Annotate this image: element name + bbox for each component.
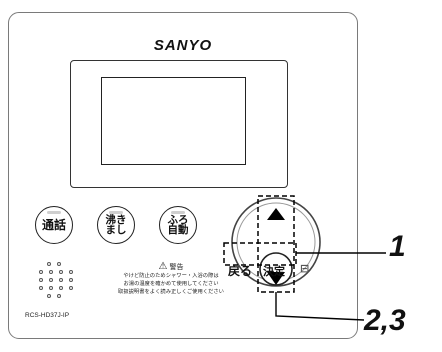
up-arrow-icon[interactable] bbox=[267, 208, 285, 220]
warning-notice: ⚠警告 やけど防止のためシャワー・入浴の際は お湯の温度を確かめて使用してくださ… bbox=[101, 262, 241, 296]
display-bezel bbox=[70, 60, 288, 188]
brand-logo: SANYO bbox=[153, 37, 213, 54]
auto-label-line1: ふろ bbox=[167, 213, 189, 226]
call-button-label: 通話 bbox=[41, 218, 66, 232]
indicator-lamp bbox=[47, 211, 61, 214]
auto-label-line2: 自動 bbox=[167, 224, 189, 236]
lcd-display bbox=[101, 77, 246, 165]
warning-icon: ⚠ bbox=[158, 261, 168, 272]
ok-button-label: 決定 bbox=[263, 265, 285, 278]
back-button[interactable]: 戻る bbox=[228, 264, 253, 278]
reheat-button[interactable]: 沸き まし bbox=[97, 206, 135, 244]
warning-line: やけど防止のためシャワー・入浴の際は bbox=[123, 273, 219, 279]
auto-bath-button[interactable]: ふろ 自動 bbox=[159, 206, 197, 244]
callout-label-2-3: 2,3 bbox=[364, 304, 406, 337]
indicator-lamp bbox=[109, 211, 123, 214]
indicator-lamp bbox=[171, 211, 185, 214]
callout-line-2-3 bbox=[275, 292, 365, 321]
warning-title: 警告 bbox=[169, 263, 184, 271]
remote-controller-panel: SANYO 通話 沸き まし ふろ 自動 ⚠警告 やけど防止のためシャワー・入浴… bbox=[8, 12, 358, 339]
call-button[interactable]: 通話 bbox=[35, 206, 73, 244]
down-arrow-icon[interactable] bbox=[267, 272, 285, 285]
reheat-label-line1: 沸き bbox=[105, 213, 127, 226]
highlight-up-down bbox=[257, 195, 295, 293]
callout-label-1: 1 bbox=[389, 230, 406, 263]
warning-line: お湯の温度を確かめて使用してください bbox=[123, 281, 219, 287]
speaker-grille bbox=[37, 262, 81, 302]
right-button-icon[interactable]: ⊟ bbox=[300, 262, 310, 275]
highlight-back-ok bbox=[223, 242, 297, 266]
reheat-label-line2: まし bbox=[105, 224, 127, 236]
model-number: RCS-HD37J-IP bbox=[25, 312, 70, 319]
warning-line: 取扱説明書をよく読み正しくご使用ください bbox=[118, 289, 224, 295]
